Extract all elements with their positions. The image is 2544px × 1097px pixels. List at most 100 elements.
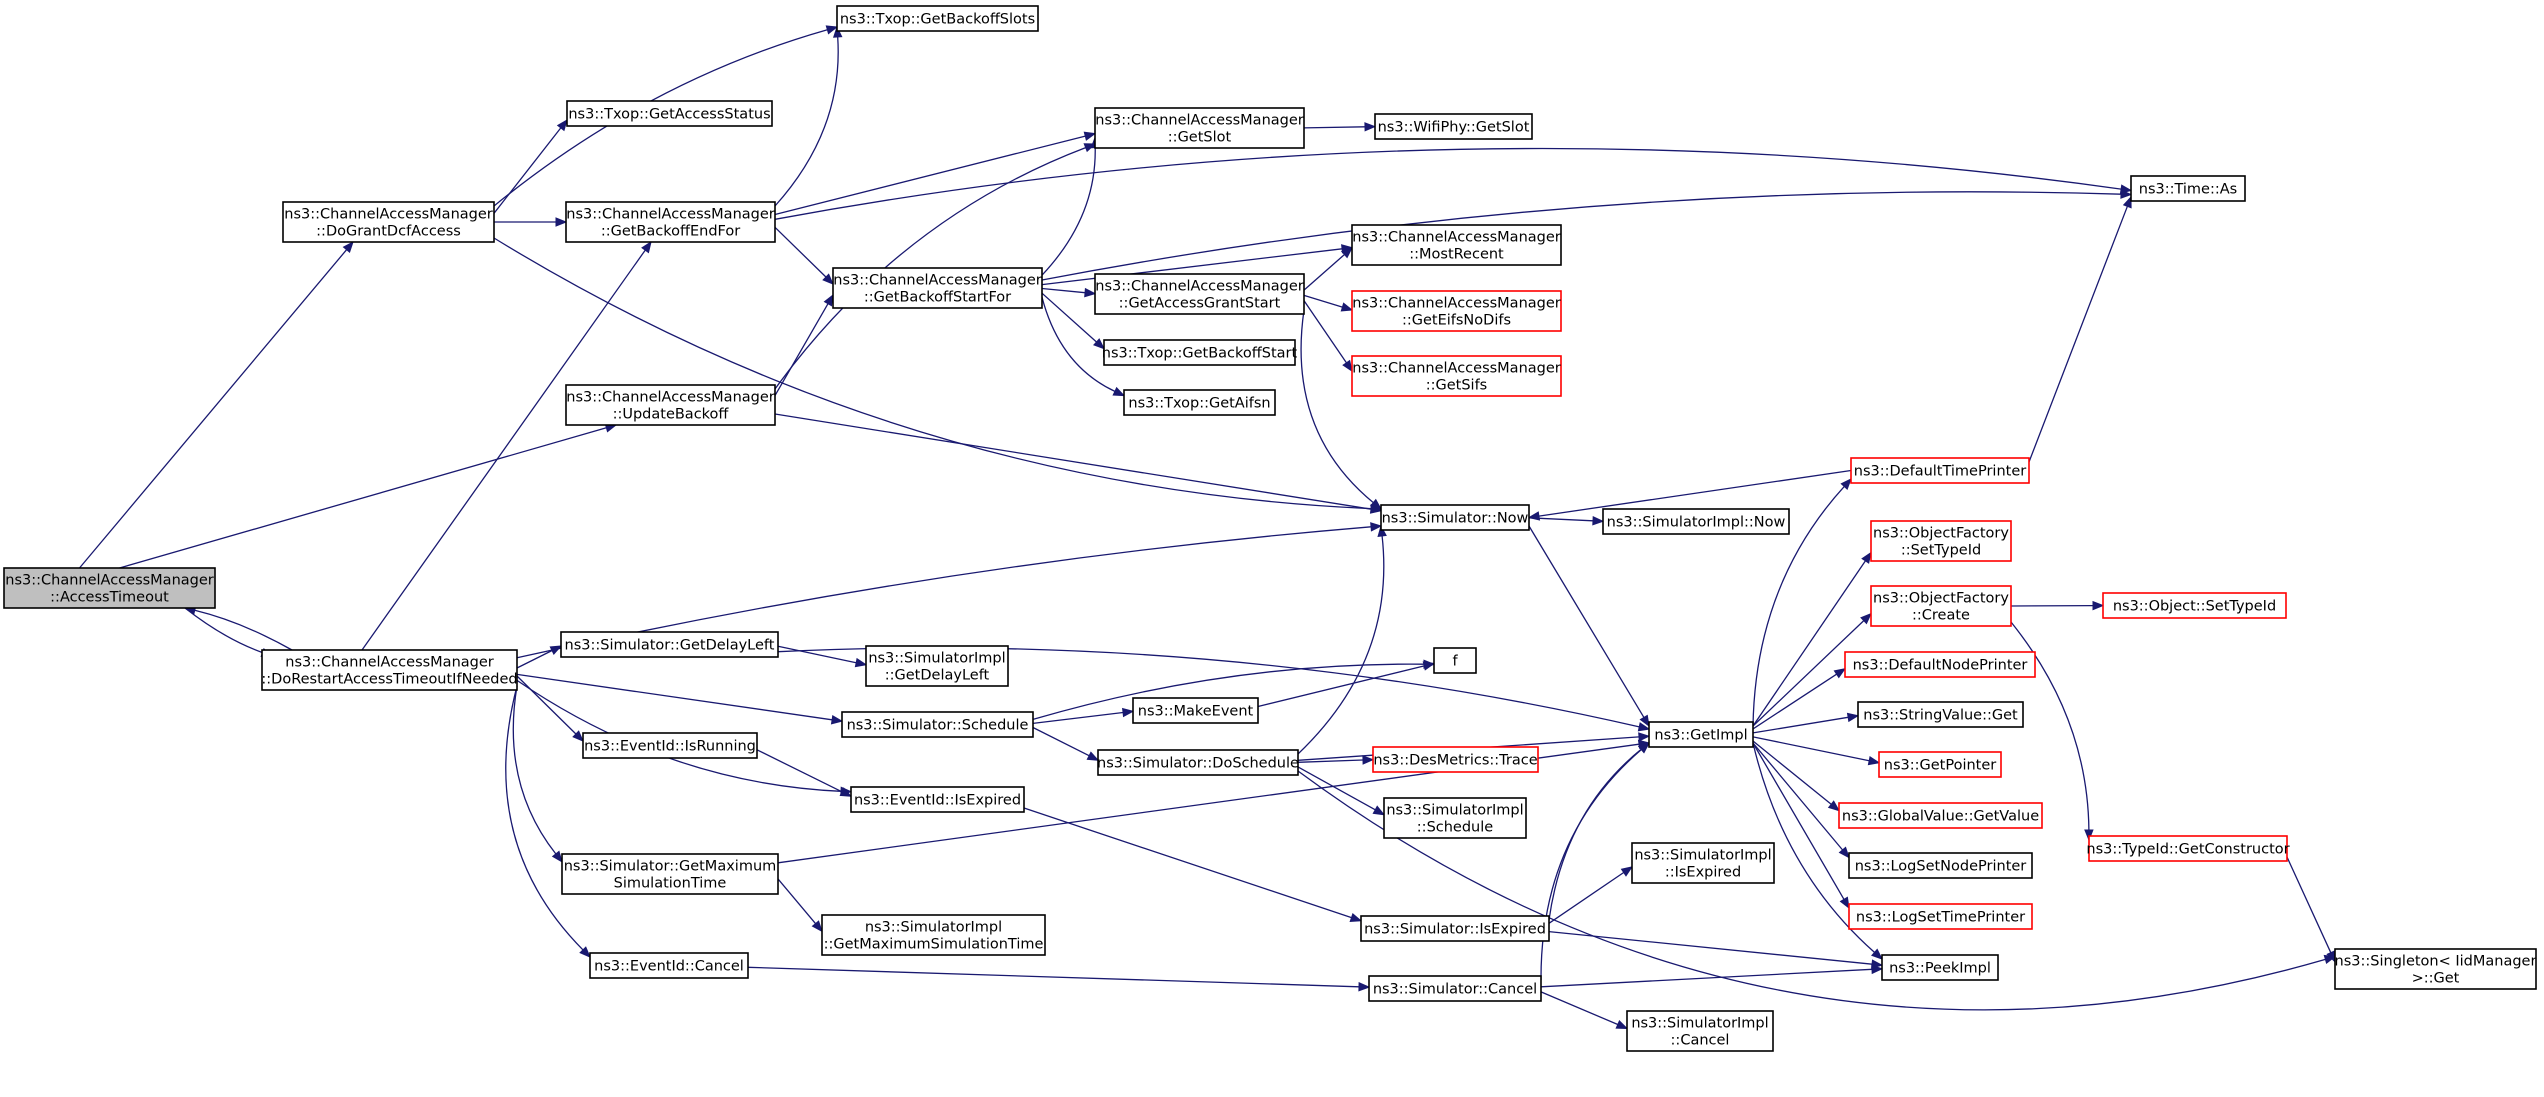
node-box[interactable]: [1360, 915, 1550, 942]
node-box[interactable]: [850, 786, 1025, 813]
node-box[interactable]: [3, 567, 216, 609]
node-box[interactable]: [836, 5, 1039, 32]
node-box[interactable]: [1881, 954, 1999, 981]
node-box[interactable]: [582, 732, 758, 759]
node-box[interactable]: [589, 952, 749, 979]
node-getbackoffslots[interactable]: ns3::Txop::GetBackoffSlots: [836, 5, 1039, 32]
node-updatebackoff[interactable]: ns3::ChannelAccessManager::UpdateBackoff: [565, 384, 776, 426]
node-objsettypeid[interactable]: ns3::Object::SetTypeId: [2102, 592, 2287, 619]
node-getimpl[interactable]: ns3::GetImpl: [1648, 721, 1754, 748]
node-box[interactable]: [2102, 592, 2287, 619]
node-box[interactable]: [1648, 721, 1754, 748]
node-implisexpired[interactable]: ns3::SimulatorImpl::IsExpired: [1631, 842, 1775, 884]
node-box[interactable]: [1132, 697, 1259, 724]
node-box[interactable]: [1626, 1010, 1774, 1052]
node-dograntdcf[interactable]: ns3::ChannelAccessManager::DoGrantDcfAcc…: [282, 201, 495, 243]
node-box[interactable]: [1870, 520, 2012, 562]
node-box[interactable]: [1094, 273, 1305, 315]
node-timeas[interactable]: ns3::Time::As: [2130, 175, 2246, 202]
node-implcancel[interactable]: ns3::SimulatorImpl::Cancel: [1626, 1010, 1774, 1052]
node-box[interactable]: [2334, 948, 2537, 990]
node-globalvaluegetvalue[interactable]: ns3::GlobalValue::GetValue: [1838, 802, 2043, 829]
node-stringvalueget[interactable]: ns3::StringValue::Get: [1857, 701, 2024, 728]
node-box[interactable]: [261, 649, 518, 691]
node-box[interactable]: [1383, 797, 1527, 839]
node-box[interactable]: [2130, 175, 2246, 202]
node-box[interactable]: [1844, 651, 2036, 678]
node-box[interactable]: [1857, 701, 2024, 728]
node-dorestart[interactable]: ns3::ChannelAccessManager::DoRestartAcce…: [261, 649, 518, 691]
node-box[interactable]: [841, 711, 1034, 738]
node-defaultnodeprinter[interactable]: ns3::DefaultNodePrinter: [1844, 651, 2036, 678]
node-geteifsnodifs[interactable]: ns3::ChannelAccessManager::GetEifsNoDifs: [1351, 290, 1562, 332]
node-box[interactable]: [560, 631, 779, 658]
node-eventisexpired[interactable]: ns3::EventId::IsExpired: [850, 786, 1025, 813]
node-box[interactable]: [1103, 339, 1296, 366]
node-box[interactable]: [832, 267, 1043, 309]
node-desmetrics[interactable]: ns3::DesMetrics::Trace: [1372, 746, 1539, 773]
node-box[interactable]: [1838, 802, 2043, 829]
node-box[interactable]: [1097, 749, 1299, 776]
node-getbackoffendfor[interactable]: ns3::ChannelAccessManager::GetBackoffEnd…: [565, 201, 776, 243]
node-box[interactable]: [1351, 290, 1562, 332]
node-implgetdelayleft[interactable]: ns3::SimulatorImpl::GetDelayLeft: [865, 645, 1009, 687]
node-peekimpl[interactable]: ns3::PeekImpl: [1881, 954, 1999, 981]
node-getaccessstatus[interactable]: ns3::Txop::GetAccessStatus: [566, 100, 773, 127]
node-box[interactable]: [1602, 508, 1790, 535]
node-box[interactable]: [565, 384, 776, 426]
node-box[interactable]: [1094, 107, 1305, 149]
node-implschedule[interactable]: ns3::SimulatorImpl::Schedule: [1383, 797, 1527, 839]
node-box[interactable]: [1433, 647, 1477, 674]
node-eventcancel[interactable]: ns3::EventId::Cancel: [589, 952, 749, 979]
node-getsifs[interactable]: ns3::ChannelAccessManager::GetSifs: [1351, 355, 1562, 397]
node-box[interactable]: [1380, 504, 1530, 531]
node-accesstimeout[interactable]: ns3::ChannelAccessManager::AccessTimeout: [3, 567, 216, 609]
node-f[interactable]: f: [1433, 647, 1477, 674]
node-getmaxsim[interactable]: ns3::Simulator::GetMaximumSimulationTime: [561, 853, 779, 895]
node-box[interactable]: [282, 201, 495, 243]
node-box[interactable]: [1848, 852, 2033, 879]
node-cam-getslot[interactable]: ns3::ChannelAccessManager::GetSlot: [1094, 107, 1305, 149]
node-logsetnodeprinter[interactable]: ns3::LogSetNodePrinter: [1848, 852, 2033, 879]
node-box[interactable]: [566, 100, 773, 127]
node-mostrecent[interactable]: ns3::ChannelAccessManager::MostRecent: [1351, 224, 1562, 266]
node-box[interactable]: [1870, 585, 2012, 627]
node-doschedule[interactable]: ns3::Simulator::DoSchedule: [1097, 749, 1299, 776]
node-box[interactable]: [1368, 975, 1542, 1002]
node-box[interactable]: [565, 201, 776, 243]
node-box[interactable]: [1848, 903, 2033, 930]
node-eventisrunning[interactable]: ns3::EventId::IsRunning: [582, 732, 758, 759]
node-box[interactable]: [1351, 355, 1562, 397]
node-box[interactable]: [1372, 746, 1539, 773]
node-getbackoffstartfor[interactable]: ns3::ChannelAccessManager::GetBackoffSta…: [832, 267, 1043, 309]
node-logsettimeprinter[interactable]: ns3::LogSetTimePrinter: [1848, 903, 2033, 930]
node-singletonget[interactable]: ns3::Singleton< IidManager>::Get: [2334, 948, 2537, 990]
node-box[interactable]: [1878, 751, 2002, 778]
node-implnow[interactable]: ns3::SimulatorImpl::Now: [1602, 508, 1790, 535]
node-simnow[interactable]: ns3::Simulator::Now: [1380, 504, 1530, 531]
node-box[interactable]: [865, 645, 1009, 687]
node-txopgetaifsn[interactable]: ns3::Txop::GetAifsn: [1123, 389, 1276, 416]
node-box[interactable]: [1123, 389, 1276, 416]
node-wifiphygetslot[interactable]: ns3::WifiPhy::GetSlot: [1374, 113, 1533, 140]
node-typeidgetconstructor[interactable]: ns3::TypeId::GetConstructor: [2086, 835, 2290, 862]
node-implgetmaxsim[interactable]: ns3::SimulatorImpl::GetMaximumSimulation…: [821, 914, 1046, 956]
node-makeevent[interactable]: ns3::MakeEvent: [1132, 697, 1259, 724]
node-ofcreate[interactable]: ns3::ObjectFactory::Create: [1870, 585, 2012, 627]
node-getpointer[interactable]: ns3::GetPointer: [1878, 751, 2002, 778]
node-box[interactable]: [1351, 224, 1562, 266]
node-getaccessgrantstart[interactable]: ns3::ChannelAccessManager::GetAccessGran…: [1094, 273, 1305, 315]
node-simschedule[interactable]: ns3::Simulator::Schedule: [841, 711, 1034, 738]
node-box[interactable]: [1631, 842, 1775, 884]
node-simisexpired[interactable]: ns3::Simulator::IsExpired: [1360, 915, 1550, 942]
node-defaulttimeprinter[interactable]: ns3::DefaultTimePrinter: [1850, 457, 2030, 484]
node-ofsettypeid[interactable]: ns3::ObjectFactory::SetTypeId: [1870, 520, 2012, 562]
node-box[interactable]: [2088, 835, 2288, 862]
node-box[interactable]: [821, 914, 1046, 956]
node-getdelayleft[interactable]: ns3::Simulator::GetDelayLeft: [560, 631, 779, 658]
node-box[interactable]: [1374, 113, 1533, 140]
node-box[interactable]: [1850, 457, 2030, 484]
node-simcancel[interactable]: ns3::Simulator::Cancel: [1368, 975, 1542, 1002]
node-txopgetbackoffstart[interactable]: ns3::Txop::GetBackoffStart: [1102, 339, 1298, 366]
node-box[interactable]: [561, 853, 779, 895]
